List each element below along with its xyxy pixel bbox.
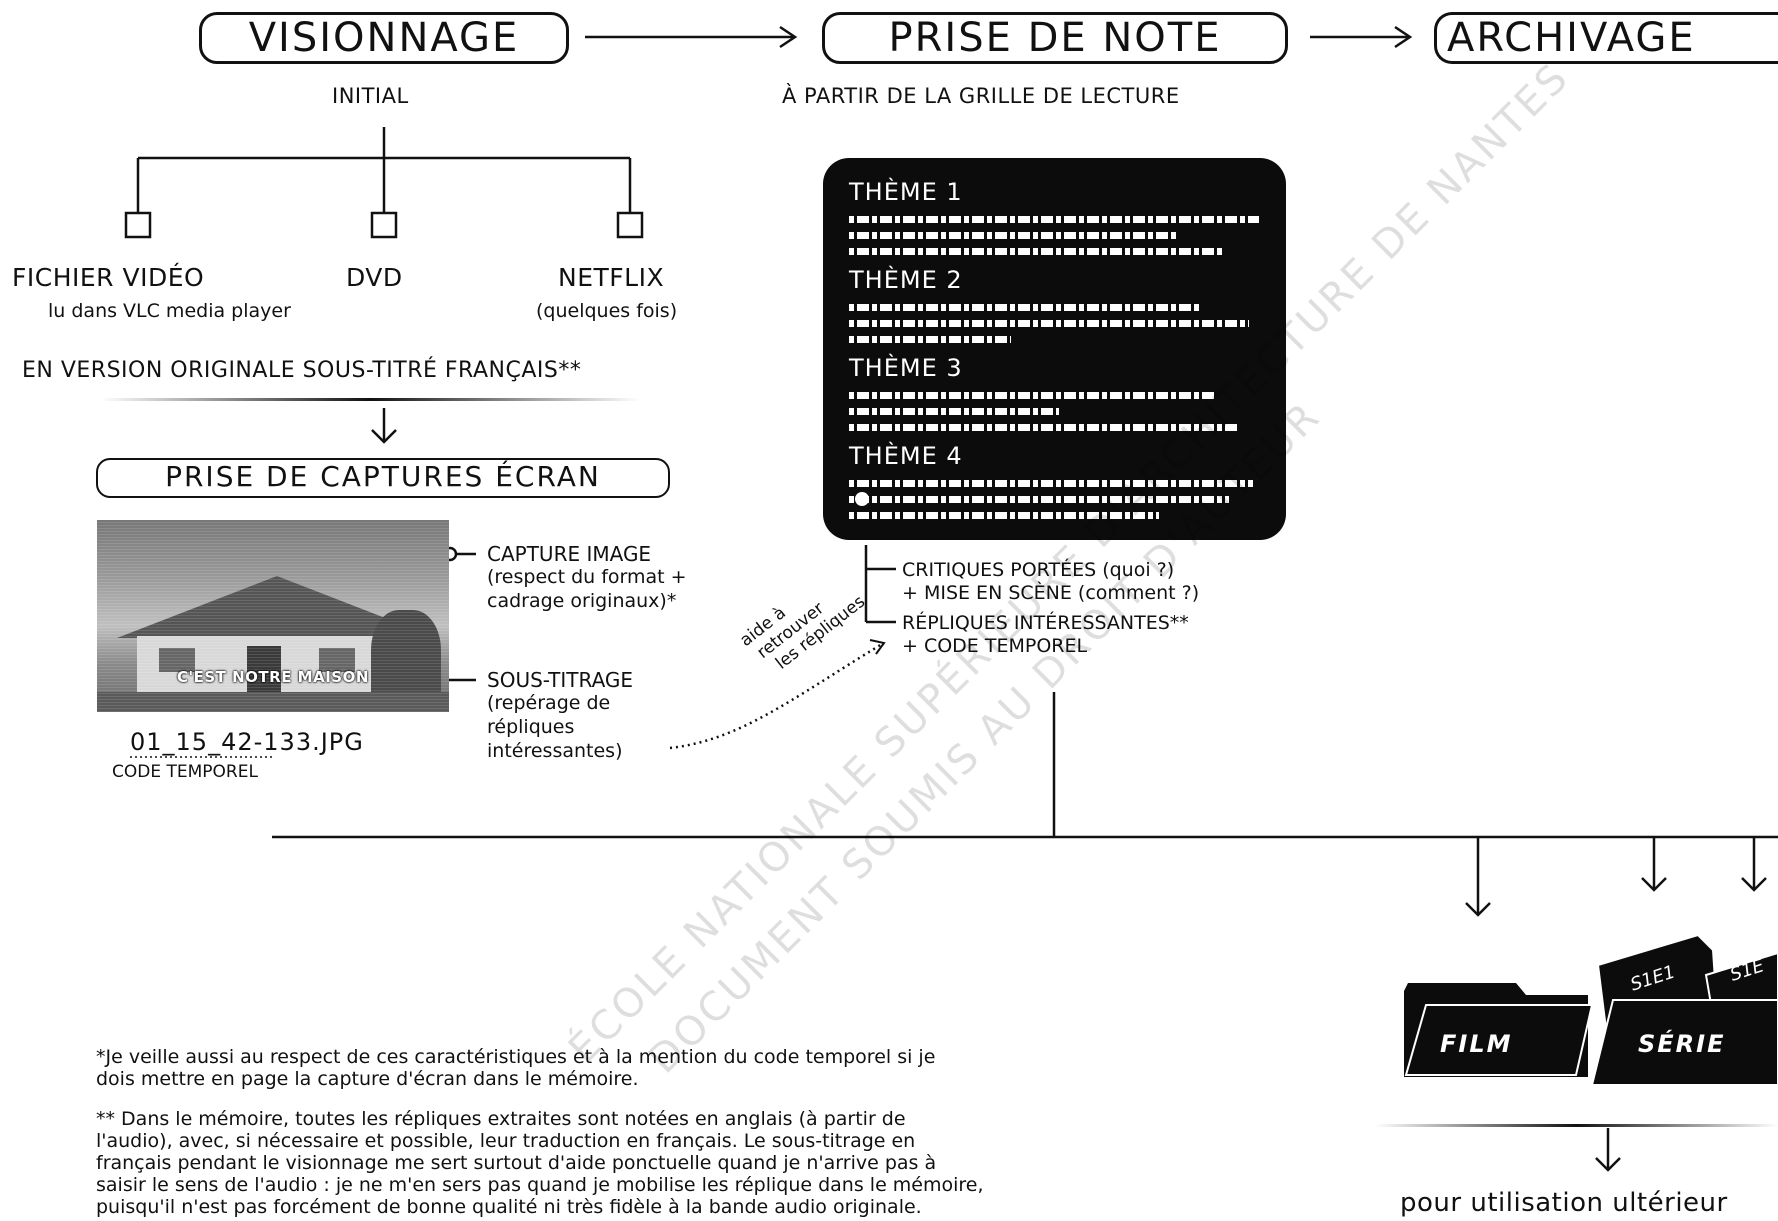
theme-2-title: THÈME 2: [849, 266, 963, 294]
notes-code-temporel: + CODE TEMPOREL: [902, 635, 1088, 657]
subtitling-line3: intéressantes): [487, 740, 623, 762]
footnote-2-line4: saisir le sens de l'audio : je ne m'en s…: [96, 1174, 984, 1196]
folder-film-icon: [1404, 983, 1594, 1077]
theme-4-line: [849, 512, 1159, 519]
footnote-2-line1: ** Dans le mémoire, toutes les répliques…: [96, 1108, 906, 1130]
lawn: [97, 692, 449, 712]
scanlines: [97, 520, 449, 712]
source-netflix: NETFLIX: [558, 263, 665, 292]
theme-3-line: [849, 424, 1239, 431]
capture-image-line2: cadrage originaux)*: [487, 590, 677, 612]
house-door: [247, 646, 281, 696]
cursor-dot: [855, 492, 869, 506]
capture-filename: 01_15_42-133.JPG: [130, 728, 364, 756]
source-netflix-detail: (quelques fois): [536, 300, 678, 322]
theme-4-line: [849, 480, 1253, 487]
capture-image-title: CAPTURE IMAGE: [487, 542, 652, 566]
footnote-2-line3: français pendant le visionnage me sert s…: [96, 1152, 937, 1174]
source-fichier-video: FICHIER VIDÉO: [12, 263, 205, 292]
subtitling-line2: répliques: [487, 716, 575, 738]
notes-subtitle: À PARTIR DE LA GRILLE DE LECTURE: [782, 84, 1180, 108]
capture-photo: C'EST NOTRE MAISON: [97, 520, 449, 712]
theme-2-line: [849, 304, 1201, 311]
theme-2-line: [849, 320, 1249, 327]
version-label: EN VERSION ORIGINALE SOUS-TITRÉ FRANÇAIS…: [22, 358, 582, 383]
theme-4-title: THÈME 4: [849, 442, 963, 470]
stage-visionnage: VISIONNAGE: [199, 12, 569, 64]
source-fichier-video-detail: lu dans VLC media player: [48, 300, 291, 322]
footnote-1: *Je veille aussi au respect de ces carac…: [96, 1046, 935, 1090]
reading-grid-box: THÈME 1 THÈME 2 THÈME 3 THÈME 4: [823, 158, 1286, 540]
house-window: [319, 648, 355, 672]
theme-1-title: THÈME 1: [849, 178, 963, 206]
theme-3-line: [849, 408, 1059, 415]
notes-mise-en-scene: + MISE EN SCÈNE (comment ?): [902, 582, 1200, 604]
notes-critiques: CRITIQUES PORTÉES (quoi ?): [902, 559, 1175, 581]
folder-serie-label: SÉRIE: [1638, 1030, 1726, 1058]
notes-repliques: RÉPLIQUES INTÉRESSANTES**: [902, 612, 1189, 634]
theme-1-line: [849, 248, 1225, 255]
folder-serie-icon: [1590, 933, 1778, 1085]
theme-3-line: [849, 392, 1215, 399]
theme-3-title: THÈME 3: [849, 354, 963, 382]
capture-image-line1: (respect du format +: [487, 566, 687, 588]
footnote-1-line1: *Je veille aussi au respect de ces carac…: [96, 1046, 936, 1068]
theme-1-line: [849, 232, 1179, 239]
timecode-label: CODE TEMPOREL: [112, 762, 258, 782]
theme-4-line: [849, 496, 1229, 503]
captures-label: PRISE DE CAPTURES ÉCRAN: [96, 458, 670, 498]
source-dvd: DVD: [346, 263, 403, 292]
photo-subtitle: C'EST NOTRE MAISON: [177, 668, 369, 686]
stage-archivage: ARCHIVAGE: [1434, 12, 1778, 64]
house-window: [159, 648, 195, 672]
footnote-2: ** Dans le mémoire, toutes les répliques…: [96, 1108, 984, 1218]
theme-1-line: [849, 216, 1259, 223]
footnote-2-line2: l'audio), avec, si nécessaire et possibl…: [96, 1130, 916, 1152]
stage-prise-de-note: PRISE DE NOTE: [822, 12, 1288, 64]
footnote-1-line2: dois mettre en page la capture d'écran d…: [96, 1068, 639, 1090]
viewing-subtitle: INITIAL: [332, 84, 409, 108]
footnote-2-line5: puisqu'il n'est pas forcément de bonne q…: [96, 1196, 922, 1218]
folder-film-label: FILM: [1440, 1030, 1513, 1058]
subtitling-title: SOUS-TITRAGE: [487, 668, 634, 692]
subtitling-line1: (repérage de: [487, 692, 611, 714]
theme-2-line: [849, 336, 1011, 343]
later-use-label: pour utilisation ultérieur: [1400, 1188, 1728, 1218]
